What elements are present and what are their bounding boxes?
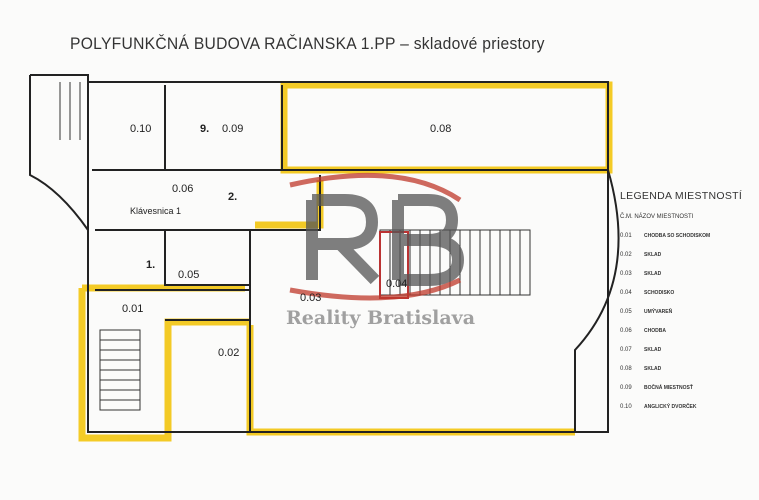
legend-item: 0.01 CHODBA SO SCHODISKOM <box>620 233 742 239</box>
room-0-08: 0.08 <box>430 123 451 135</box>
legend-item-name: SKLAD <box>644 271 662 277</box>
legend-item-number: 0.06 <box>620 328 632 334</box>
walls <box>29 74 620 433</box>
legend-item-name: BOČNÁ MIESTNOSŤ <box>644 385 693 391</box>
legend-item-name: SKLAD <box>644 366 662 372</box>
highlight-0-02 <box>246 325 575 436</box>
room-2: 2. <box>228 191 237 203</box>
room-0-09: 0.09 <box>222 123 243 135</box>
legend-item-number: 0.08 <box>620 366 632 372</box>
room-0-05: 0.05 <box>178 269 199 281</box>
plan-title: POLYFUNKČNÁ BUDOVA RAČIANSKA 1.PP – skla… <box>70 34 545 53</box>
legend-item-name: UMÝVAREŇ <box>644 309 673 315</box>
legend-item: 0.08 SKLAD <box>620 366 742 372</box>
legend-item: 0.07 SKLAD <box>620 347 742 353</box>
legend-item-number: 0.01 <box>620 233 632 239</box>
room-legend: LEGENDA MIESTNOSTÍ Č.M. NÁZOV MIESTNOSTI… <box>620 190 742 410</box>
room-9: 9. <box>200 123 209 135</box>
legend-title: LEGENDA MIESTNOSTÍ <box>620 190 743 202</box>
room-0-01: 0.01 <box>122 303 143 315</box>
watermark-text: Reality Bratislava <box>286 307 476 329</box>
legend-item-number: 0.04 <box>620 290 632 296</box>
legend-item-name: SKLAD <box>644 347 662 353</box>
legend-item-number: 0.02 <box>620 252 632 258</box>
legend-item-number: 0.09 <box>620 385 632 391</box>
legend-item-name: CHODBA SO SCHODISKOM <box>644 233 711 239</box>
room-0-06: 0.06 <box>172 183 193 195</box>
legend-item: 0.04 SCHODISKO <box>620 290 742 296</box>
room-0-10: 0.10 <box>130 123 151 135</box>
legend-item-name: SKLAD <box>644 252 662 258</box>
legend-item-name: CHODBA <box>644 328 666 334</box>
legend-item-number: 0.10 <box>620 404 632 410</box>
room-0-04: 0.04 <box>386 278 407 290</box>
legend-header: Č.M. NÁZOV MIESTNOSTI <box>620 214 694 220</box>
watermark-logo <box>289 172 465 301</box>
legend-item-name: ANGLICKÝ DVORČEK <box>644 404 697 410</box>
highlight-0-01 <box>78 284 250 442</box>
legend-item-number: 0.03 <box>620 271 632 277</box>
legend-item: 0.05 UMÝVAREŇ <box>620 309 742 315</box>
room-1: 1. <box>146 259 155 271</box>
klavesnica-label: Klávesnica 1 <box>130 206 181 216</box>
legend-item: 0.09 BOČNÁ MIESTNOSŤ <box>620 385 742 391</box>
legend-item: 0.06 CHODBA <box>620 328 742 334</box>
legend-item-number: 0.05 <box>620 309 632 315</box>
room-0-02: 0.02 <box>218 347 239 359</box>
room-0-03: 0.03 <box>300 292 321 304</box>
legend-item: 0.03 SKLAD <box>620 271 742 277</box>
legend-item-name: SCHODISKO <box>644 290 675 296</box>
legend-item-number: 0.07 <box>620 347 632 353</box>
legend-item: 0.10 ANGLICKÝ DVORČEK <box>620 404 742 410</box>
legend-item: 0.02 SKLAD <box>620 252 742 258</box>
